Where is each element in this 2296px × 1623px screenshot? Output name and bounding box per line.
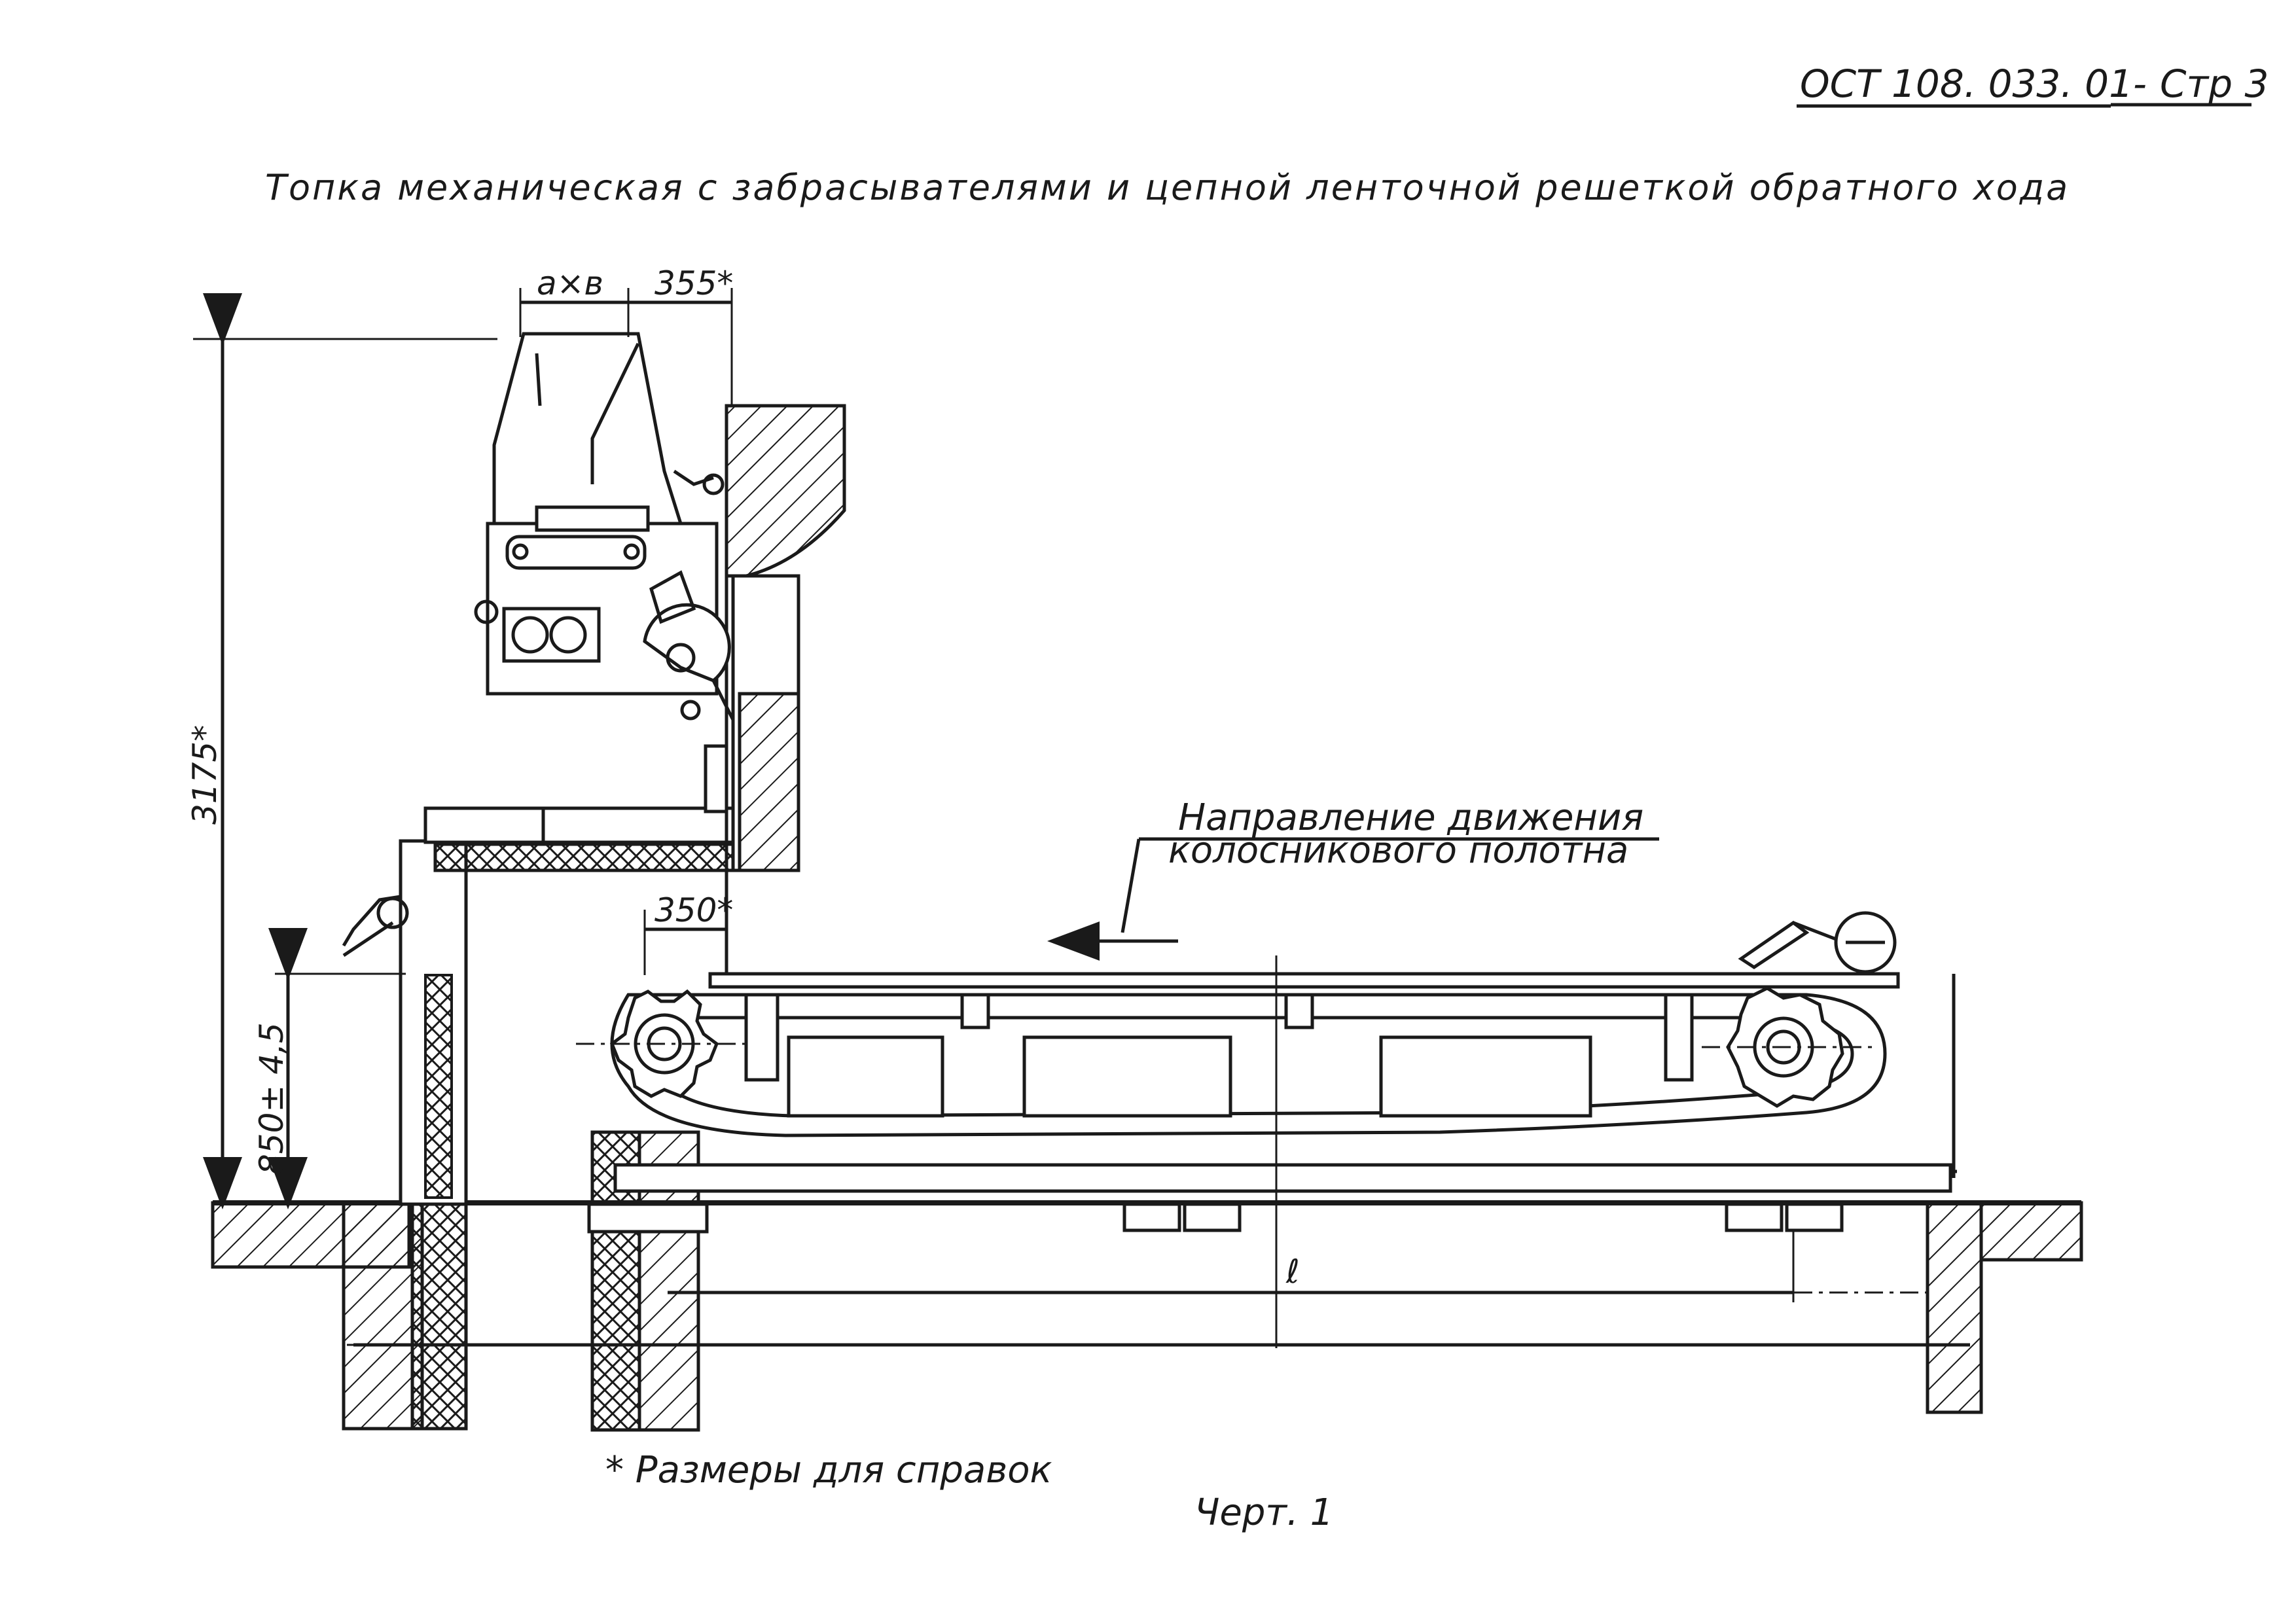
front-wall-lining-inner: [424, 974, 453, 1199]
chain-loop: [610, 993, 1887, 1137]
figure-label: Черт. 1: [1194, 1491, 1333, 1534]
annotation-leader: [1121, 838, 1141, 933]
deflector-blade: [649, 570, 696, 624]
spreader-hook: [702, 473, 725, 495]
dim-l-label: ℓ: [1285, 1253, 1300, 1291]
dimension-height-total: 3175*: [186, 293, 497, 1209]
grate-box-1: [787, 1035, 944, 1118]
spreader-guide: [704, 744, 728, 813]
front-sprocket: [576, 989, 753, 1098]
feeder-bolt-left: [512, 543, 529, 560]
spreader-rotor-shaft: [666, 643, 696, 673]
drawing-title: Топка механическая с забрасывателями и ц…: [265, 167, 2070, 208]
dim-axb-label: a×в: [537, 264, 603, 302]
foundation: [211, 1130, 2083, 1432]
dim-850-label: 850± 4,5: [253, 1022, 291, 1175]
support-block-right-1: [1725, 1202, 1784, 1232]
spreader-rotor-drum: [643, 603, 731, 683]
spreader-pivot: [680, 700, 701, 721]
grate-frame-top: [708, 972, 1900, 989]
coal-spreader: [474, 332, 735, 813]
inspection-door-hinge: [376, 897, 409, 929]
floor-slab-right: [1979, 1201, 2083, 1262]
rear-drive-drum: [1834, 911, 1897, 974]
dim-355-label: 355*: [655, 264, 733, 302]
rear-drive: [1738, 911, 1897, 974]
furnace-arch: [725, 404, 846, 578]
rear-sprocket: [1702, 986, 1878, 1108]
dimension-grate-height: 850± 4,5: [253, 928, 406, 1209]
feeder-platform: [423, 806, 768, 872]
foundation-wall-left: [342, 1201, 424, 1431]
dimension-feeder-top: a×в 355*: [519, 264, 733, 406]
dimension-350: 350*: [643, 874, 733, 975]
rear-drive-lever-arm: [1793, 921, 1837, 941]
platform-frame: [423, 806, 735, 844]
chain-grate: [610, 972, 1957, 1193]
support-beam-3: [1284, 993, 1314, 1029]
support-beam-2: [960, 993, 990, 1029]
foundation-wall-right: [1926, 1201, 1983, 1414]
grate-box-3: [1379, 1035, 1592, 1118]
dim-3175-label: 3175*: [186, 725, 224, 825]
furnace-wall: [725, 404, 846, 982]
direction-annotation: Направление движения колосникового полот…: [1047, 796, 1659, 961]
inspection-door-handle: [342, 921, 394, 957]
grate-base: [613, 1163, 1952, 1193]
footnote: * Размеры для справок: [605, 1449, 1052, 1491]
support-blocks: [587, 1202, 1844, 1234]
annotation-line-2: колосникового полотна: [1168, 829, 1628, 872]
support-block-mid-1: [1122, 1202, 1181, 1232]
grate-box-2: [1022, 1035, 1232, 1118]
dim-350-label: 350*: [655, 891, 733, 929]
hopper-inner-left: [535, 353, 542, 406]
hopper-inner-right: [590, 342, 640, 484]
platform-slab: [433, 842, 768, 872]
support-block-mid-2: [1183, 1202, 1242, 1232]
front-wall: [342, 839, 468, 1206]
feeder-bolt-right: [623, 543, 640, 560]
furnace-wall-hatched: [738, 692, 800, 872]
page-reference: Стр 3: [2160, 62, 2269, 106]
coal-hopper: [492, 332, 683, 526]
spreader-chute: [711, 679, 735, 812]
rear-drive-lever: [1738, 920, 1810, 969]
annotation-line-1: Направление движения: [1178, 796, 1643, 839]
feeder-slot: [505, 535, 647, 570]
document-code: ОСТ 108. 033. 01-: [1800, 62, 2147, 106]
support-beam-1: [744, 993, 780, 1082]
rotor-left: [511, 616, 549, 654]
header: ОСТ 108. 033. 01- Стр 3: [1797, 62, 2269, 108]
drive-handwheel: [474, 599, 499, 624]
foundation-wall-left-insulation: [410, 1201, 468, 1431]
support-block-left: [587, 1202, 709, 1234]
rotor-right: [549, 616, 587, 654]
support-block-right-2: [1785, 1202, 1844, 1232]
support-beam-4: [1664, 993, 1694, 1082]
spreader-top-plate: [535, 505, 650, 532]
dimension-lengths: ℓ: [353, 955, 1970, 1348]
